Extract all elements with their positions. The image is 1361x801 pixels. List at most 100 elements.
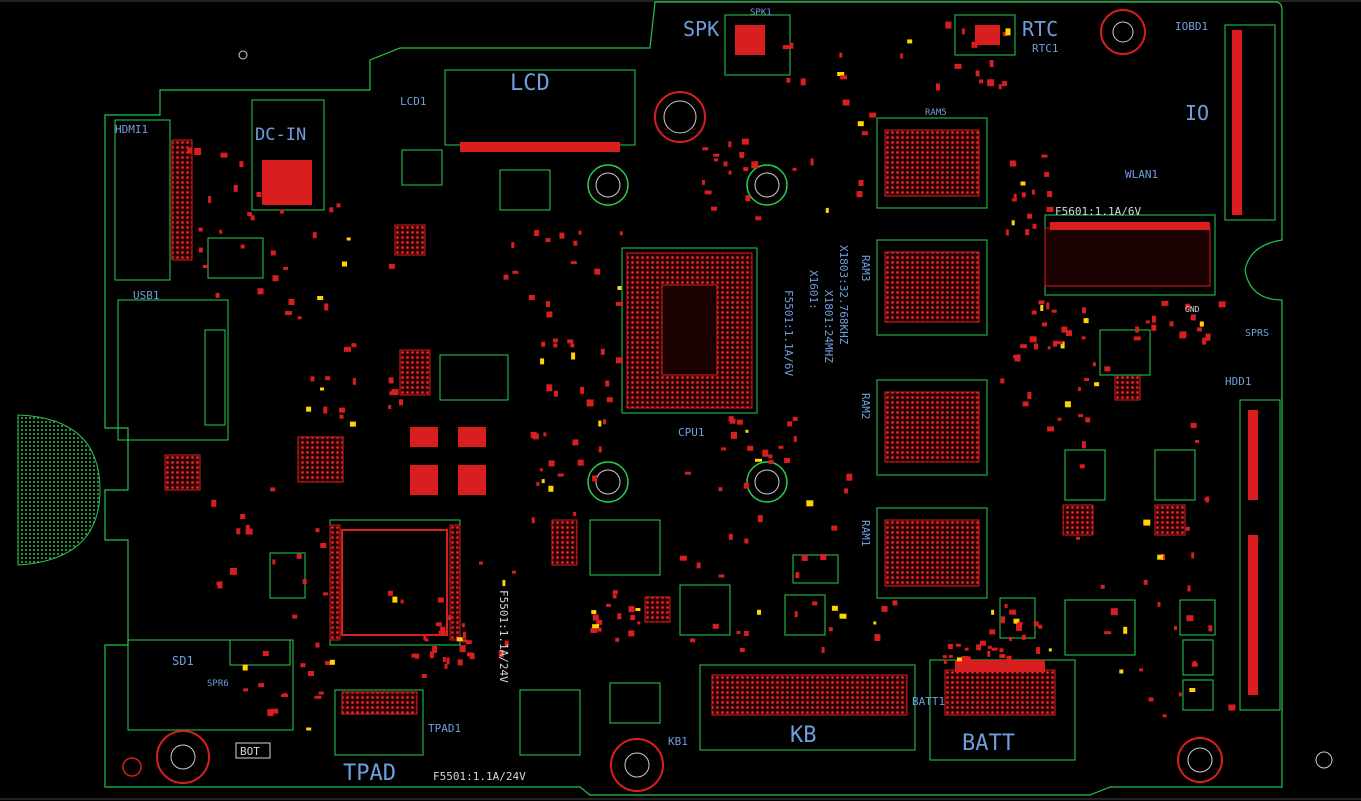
component-pad xyxy=(462,631,466,639)
component-pad xyxy=(712,623,719,629)
component-pad xyxy=(239,161,244,168)
component-pad xyxy=(272,275,279,282)
component-pad xyxy=(320,387,324,391)
component-pad xyxy=(679,555,687,561)
component-pad xyxy=(336,203,341,208)
ref-lcd1: LCD1 xyxy=(400,95,427,108)
component-pad xyxy=(1034,343,1038,350)
component-pad xyxy=(844,488,849,494)
component-pad xyxy=(942,655,947,659)
component-pad xyxy=(320,543,327,548)
component-pad xyxy=(387,590,393,596)
ec-chip xyxy=(329,519,461,646)
component-pad xyxy=(806,500,814,507)
component-pad xyxy=(1104,631,1112,635)
component-pad xyxy=(592,614,599,621)
component-pad xyxy=(586,399,594,407)
component-pad xyxy=(975,70,980,77)
component-pad xyxy=(469,653,475,660)
component-pad xyxy=(479,561,483,565)
component-pad xyxy=(1038,300,1045,305)
component-pad xyxy=(1011,220,1015,226)
component-pad xyxy=(592,475,598,482)
component-pad xyxy=(617,613,622,620)
component-pad xyxy=(504,640,509,647)
component-pad xyxy=(603,419,606,425)
component-pad xyxy=(267,709,274,717)
component-pad xyxy=(198,247,203,253)
component-pad xyxy=(1044,171,1050,177)
component-pad xyxy=(846,473,853,481)
component-pad xyxy=(1009,160,1016,167)
component-pad xyxy=(511,242,515,248)
component-pad xyxy=(739,648,745,652)
component-pad xyxy=(1031,310,1037,315)
component-pad xyxy=(1077,387,1081,392)
component-pad xyxy=(1195,440,1200,443)
component-pad xyxy=(429,651,434,659)
component-pad xyxy=(1040,305,1044,311)
component-pad xyxy=(979,79,984,84)
component-pad xyxy=(619,231,623,236)
component-pad xyxy=(612,594,617,599)
component-pad xyxy=(1204,497,1210,501)
component-pad xyxy=(573,240,578,246)
label-sd1: SD1 xyxy=(172,654,194,668)
component-pad xyxy=(208,196,212,203)
component-pad xyxy=(546,301,550,308)
component-pad xyxy=(605,380,610,387)
component-pad xyxy=(861,131,868,136)
wlan-slot xyxy=(1044,214,1216,296)
component-pad xyxy=(349,421,356,427)
component-pad xyxy=(696,562,701,569)
component-pad xyxy=(1016,623,1022,631)
component-pad xyxy=(423,633,427,640)
component-pad xyxy=(573,511,577,516)
component-pad xyxy=(552,338,558,343)
component-pad xyxy=(1061,326,1068,333)
component-pad xyxy=(220,152,228,158)
component-pad xyxy=(1029,336,1037,343)
component-pad xyxy=(1082,307,1086,314)
component-pad xyxy=(448,615,452,620)
small-ic-cluster xyxy=(164,224,1186,623)
component-pad xyxy=(936,83,940,91)
ref-ram5: RAM5 xyxy=(925,108,947,118)
component-pad xyxy=(1143,579,1148,585)
component-pad xyxy=(1161,300,1169,306)
component-pad xyxy=(954,63,962,69)
component-pad xyxy=(1205,333,1211,341)
component-pad xyxy=(718,487,723,492)
silk-fuse-tpad: F5501:1.1A/24V xyxy=(433,770,526,783)
component-pad xyxy=(325,661,331,665)
component-pad xyxy=(446,657,450,665)
component-pad xyxy=(948,655,953,658)
component-pad xyxy=(943,659,947,664)
component-pad xyxy=(329,659,335,665)
ram-chip xyxy=(876,117,988,209)
tpad-connector xyxy=(334,689,424,756)
component-pad xyxy=(465,640,472,645)
component-pad xyxy=(757,515,763,523)
component-pad xyxy=(594,268,601,275)
component-pad xyxy=(541,479,545,484)
component-pad xyxy=(512,270,519,274)
component-pad xyxy=(270,250,276,256)
component-pad xyxy=(1085,417,1091,423)
component-pad xyxy=(955,643,961,647)
component-pad xyxy=(1047,426,1055,432)
component-pad xyxy=(721,447,727,451)
component-pad xyxy=(1033,621,1039,627)
component-pad xyxy=(831,605,838,611)
component-pad xyxy=(837,72,845,76)
component-pad xyxy=(999,654,1006,659)
component-pad xyxy=(1202,337,1207,345)
component-pad xyxy=(998,84,1002,90)
component-pad xyxy=(289,200,295,204)
component-pad xyxy=(559,232,565,239)
component-pad xyxy=(541,341,546,347)
component-pad xyxy=(546,311,553,318)
component-pad xyxy=(1002,32,1007,37)
component-pad xyxy=(987,79,995,87)
component-pad xyxy=(548,460,555,467)
